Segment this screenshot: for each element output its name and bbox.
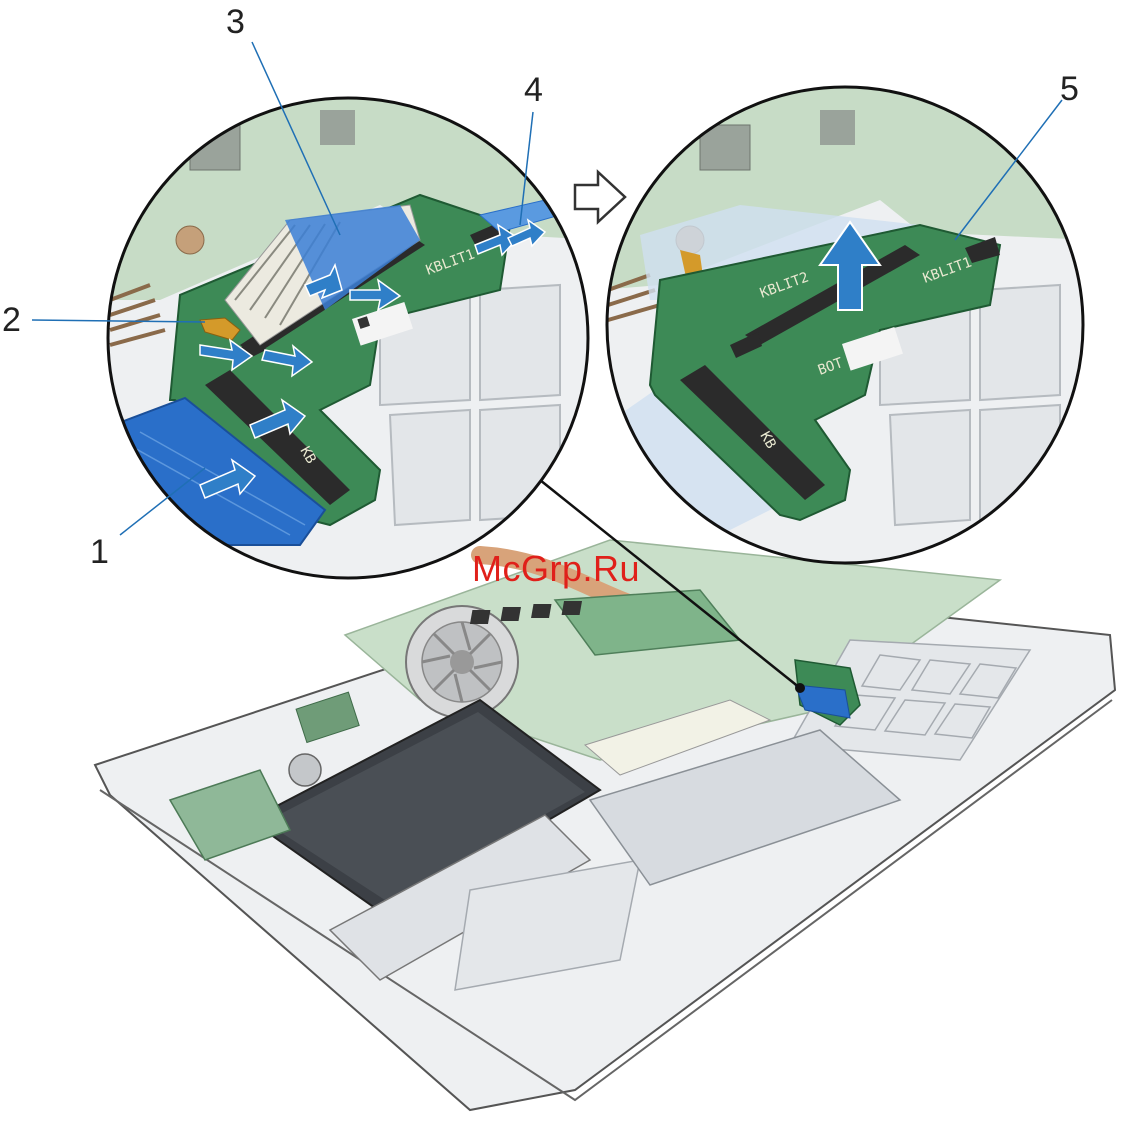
fan — [406, 606, 518, 718]
next-step-arrow-icon — [575, 172, 625, 222]
zoom-circle-left: KBLIT2 KBLIT1 BOT KB — [100, 80, 600, 578]
callout-3: 3 — [226, 5, 245, 39]
zoom-leader-dot — [795, 683, 805, 693]
callout-5: 5 — [1060, 72, 1079, 106]
watermark-text: McGrp.Ru — [472, 548, 640, 590]
callout-2: 2 — [2, 303, 21, 337]
callout-4: 4 — [524, 73, 543, 107]
zoom-circle-right: KBLIT2 KBLIT1 BOT KB — [600, 80, 1090, 563]
coin-cell-battery — [289, 754, 321, 786]
callout-1: 1 — [90, 535, 109, 569]
